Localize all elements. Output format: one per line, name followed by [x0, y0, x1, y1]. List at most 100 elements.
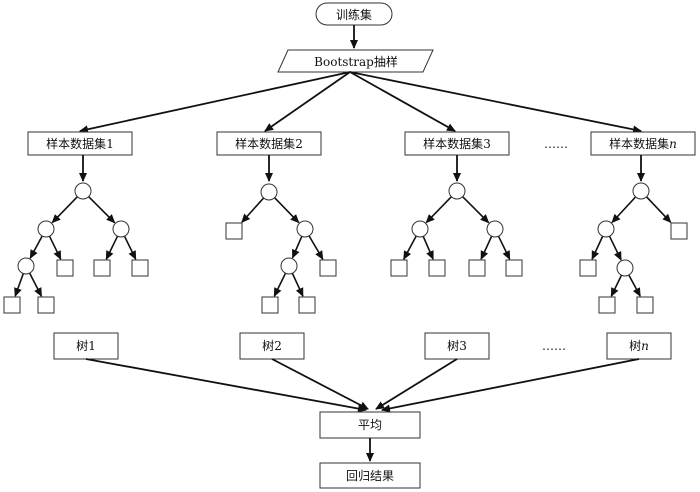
tree-1-edge [105, 235, 119, 261]
tree-2-prefix: 树 [262, 338, 274, 353]
tree-n-suffix: n [641, 339, 649, 353]
dataset-2-box: 样本数据集2 [216, 131, 322, 156]
svg-text:样本数据集n: 样本数据集n [609, 136, 677, 151]
tree-1-edge [88, 196, 116, 224]
tree-1-leaf-node [93, 259, 111, 277]
tree-3-split-node [486, 220, 504, 238]
tree-n-leaf-node [670, 222, 688, 240]
tree-n-edge [645, 196, 672, 223]
tree-2-edge [291, 272, 304, 298]
tree-1-split-node [17, 257, 35, 275]
tree-1-leaf-node [37, 296, 55, 314]
svg-text:样本数据集3: 样本数据集3 [423, 136, 491, 151]
tree-3-split-node [448, 182, 466, 200]
tree-2-edge [291, 236, 303, 259]
tree-n-box: 树n [606, 332, 672, 360]
tree-3-edge [425, 196, 452, 224]
dataset-1-suffix: 1 [106, 137, 114, 151]
arrow-tree-2-to-average [271, 358, 369, 410]
tree-n-edge [611, 196, 637, 224]
svg-text:样本数据集2: 样本数据集2 [235, 136, 303, 151]
tree-3-edge [497, 235, 511, 261]
tree-3-edge [403, 235, 417, 261]
dataset-3-suffix: 3 [483, 137, 491, 151]
tree-2-split-node [280, 257, 298, 275]
tree-2-leaf-node [319, 259, 337, 277]
tree-n-edge [591, 235, 604, 261]
arrow-to-dataset-2 [264, 71, 351, 132]
tree-n-leaf-node [598, 296, 616, 314]
dataset-n-prefix: 样本数据集 [609, 136, 669, 151]
tree-1-leaf-node [3, 296, 21, 314]
tree-1-leaf-node [131, 259, 149, 277]
tree-1-edge [48, 235, 62, 261]
tree-3-box: 树3 [424, 332, 490, 360]
tree-1-split-node [112, 220, 130, 238]
arrow-tree-3-to-average [375, 358, 458, 410]
decision-tree-3 [390, 182, 523, 277]
average-label: 平均 [358, 418, 382, 432]
svg-text:树3: 树3 [447, 338, 467, 353]
tree-2-leaf-node [261, 296, 279, 314]
training-set-node: 训练集 [315, 2, 393, 26]
tree-2-edge [241, 197, 265, 223]
decision-tree-n [579, 182, 688, 314]
tree-n-leaf-node [579, 259, 597, 277]
tree-1-box: 树1 [53, 332, 119, 360]
bootstrap-node: Bootstrap抽样 [277, 49, 434, 73]
tree-1-edge [29, 235, 43, 259]
tree-n-edge [628, 274, 641, 298]
tree-n-prefix: 树 [629, 338, 641, 353]
dataset-ellipsis: …… [544, 137, 568, 151]
tree-1-edge [28, 272, 43, 297]
tree-1-edge [123, 235, 137, 261]
tree-1-edge [14, 273, 25, 298]
tree-2-edge [273, 272, 287, 298]
tree-3-edge [480, 235, 493, 261]
svg-text:树2: 树2 [262, 338, 282, 353]
decision-tree-1 [3, 182, 149, 314]
dataset-n-suffix: n [669, 137, 677, 151]
svg-text:树n: 树n [629, 338, 649, 353]
tree-3-leaf-node [468, 259, 486, 277]
svg-text:样本数据集1: 样本数据集1 [46, 136, 114, 151]
dataset-n-box: 样本数据集n [590, 131, 696, 156]
tree-1-split-node [74, 182, 92, 200]
tree-3-edge [422, 236, 434, 261]
decision-tree-2 [225, 183, 337, 314]
result-box: 回归结果 [319, 462, 421, 489]
tree-3-leaf-node [390, 259, 408, 277]
bootstrap-label: Bootstrap抽样 [314, 54, 398, 69]
tree-2-suffix: 2 [274, 339, 282, 353]
dataset-3-prefix: 样本数据集 [423, 136, 483, 151]
tree-3-prefix: 树 [447, 338, 459, 353]
dataset-1-prefix: 样本数据集 [46, 136, 106, 151]
tree-3-leaf-node [505, 259, 523, 277]
tree-3-edge [462, 196, 490, 224]
result-label: 回归结果 [346, 469, 394, 483]
tree-n-leaf-node [636, 296, 654, 314]
tree-1-prefix: 树 [76, 338, 88, 353]
tree-3-leaf-node [428, 259, 446, 277]
tree-ellipsis: …… [542, 339, 566, 353]
arrow-to-dataset-1 [79, 71, 351, 134]
tree-1-edge [51, 196, 78, 224]
tree-n-edge [610, 274, 623, 298]
tree-2-edge [274, 197, 300, 224]
average-box: 平均 [319, 411, 421, 439]
svg-text:树1: 树1 [76, 338, 96, 353]
arrow-to-dataset-3 [349, 71, 456, 132]
tree-1-split-node [37, 220, 55, 238]
tree-2-leaf-node [298, 296, 316, 314]
tree-1-leaf-node [56, 259, 74, 277]
tree-n-split-node [632, 182, 650, 200]
training-set-label: 训练集 [336, 7, 372, 22]
tree-2-edge [308, 235, 324, 261]
tree-n-edge [608, 235, 622, 261]
tree-1-suffix: 1 [88, 339, 96, 353]
arrow-tree-1-to-average [85, 358, 367, 413]
dataset-2-suffix: 2 [295, 137, 303, 151]
arrow-to-dataset-n [349, 71, 642, 134]
tree-n-split-node [597, 220, 615, 238]
